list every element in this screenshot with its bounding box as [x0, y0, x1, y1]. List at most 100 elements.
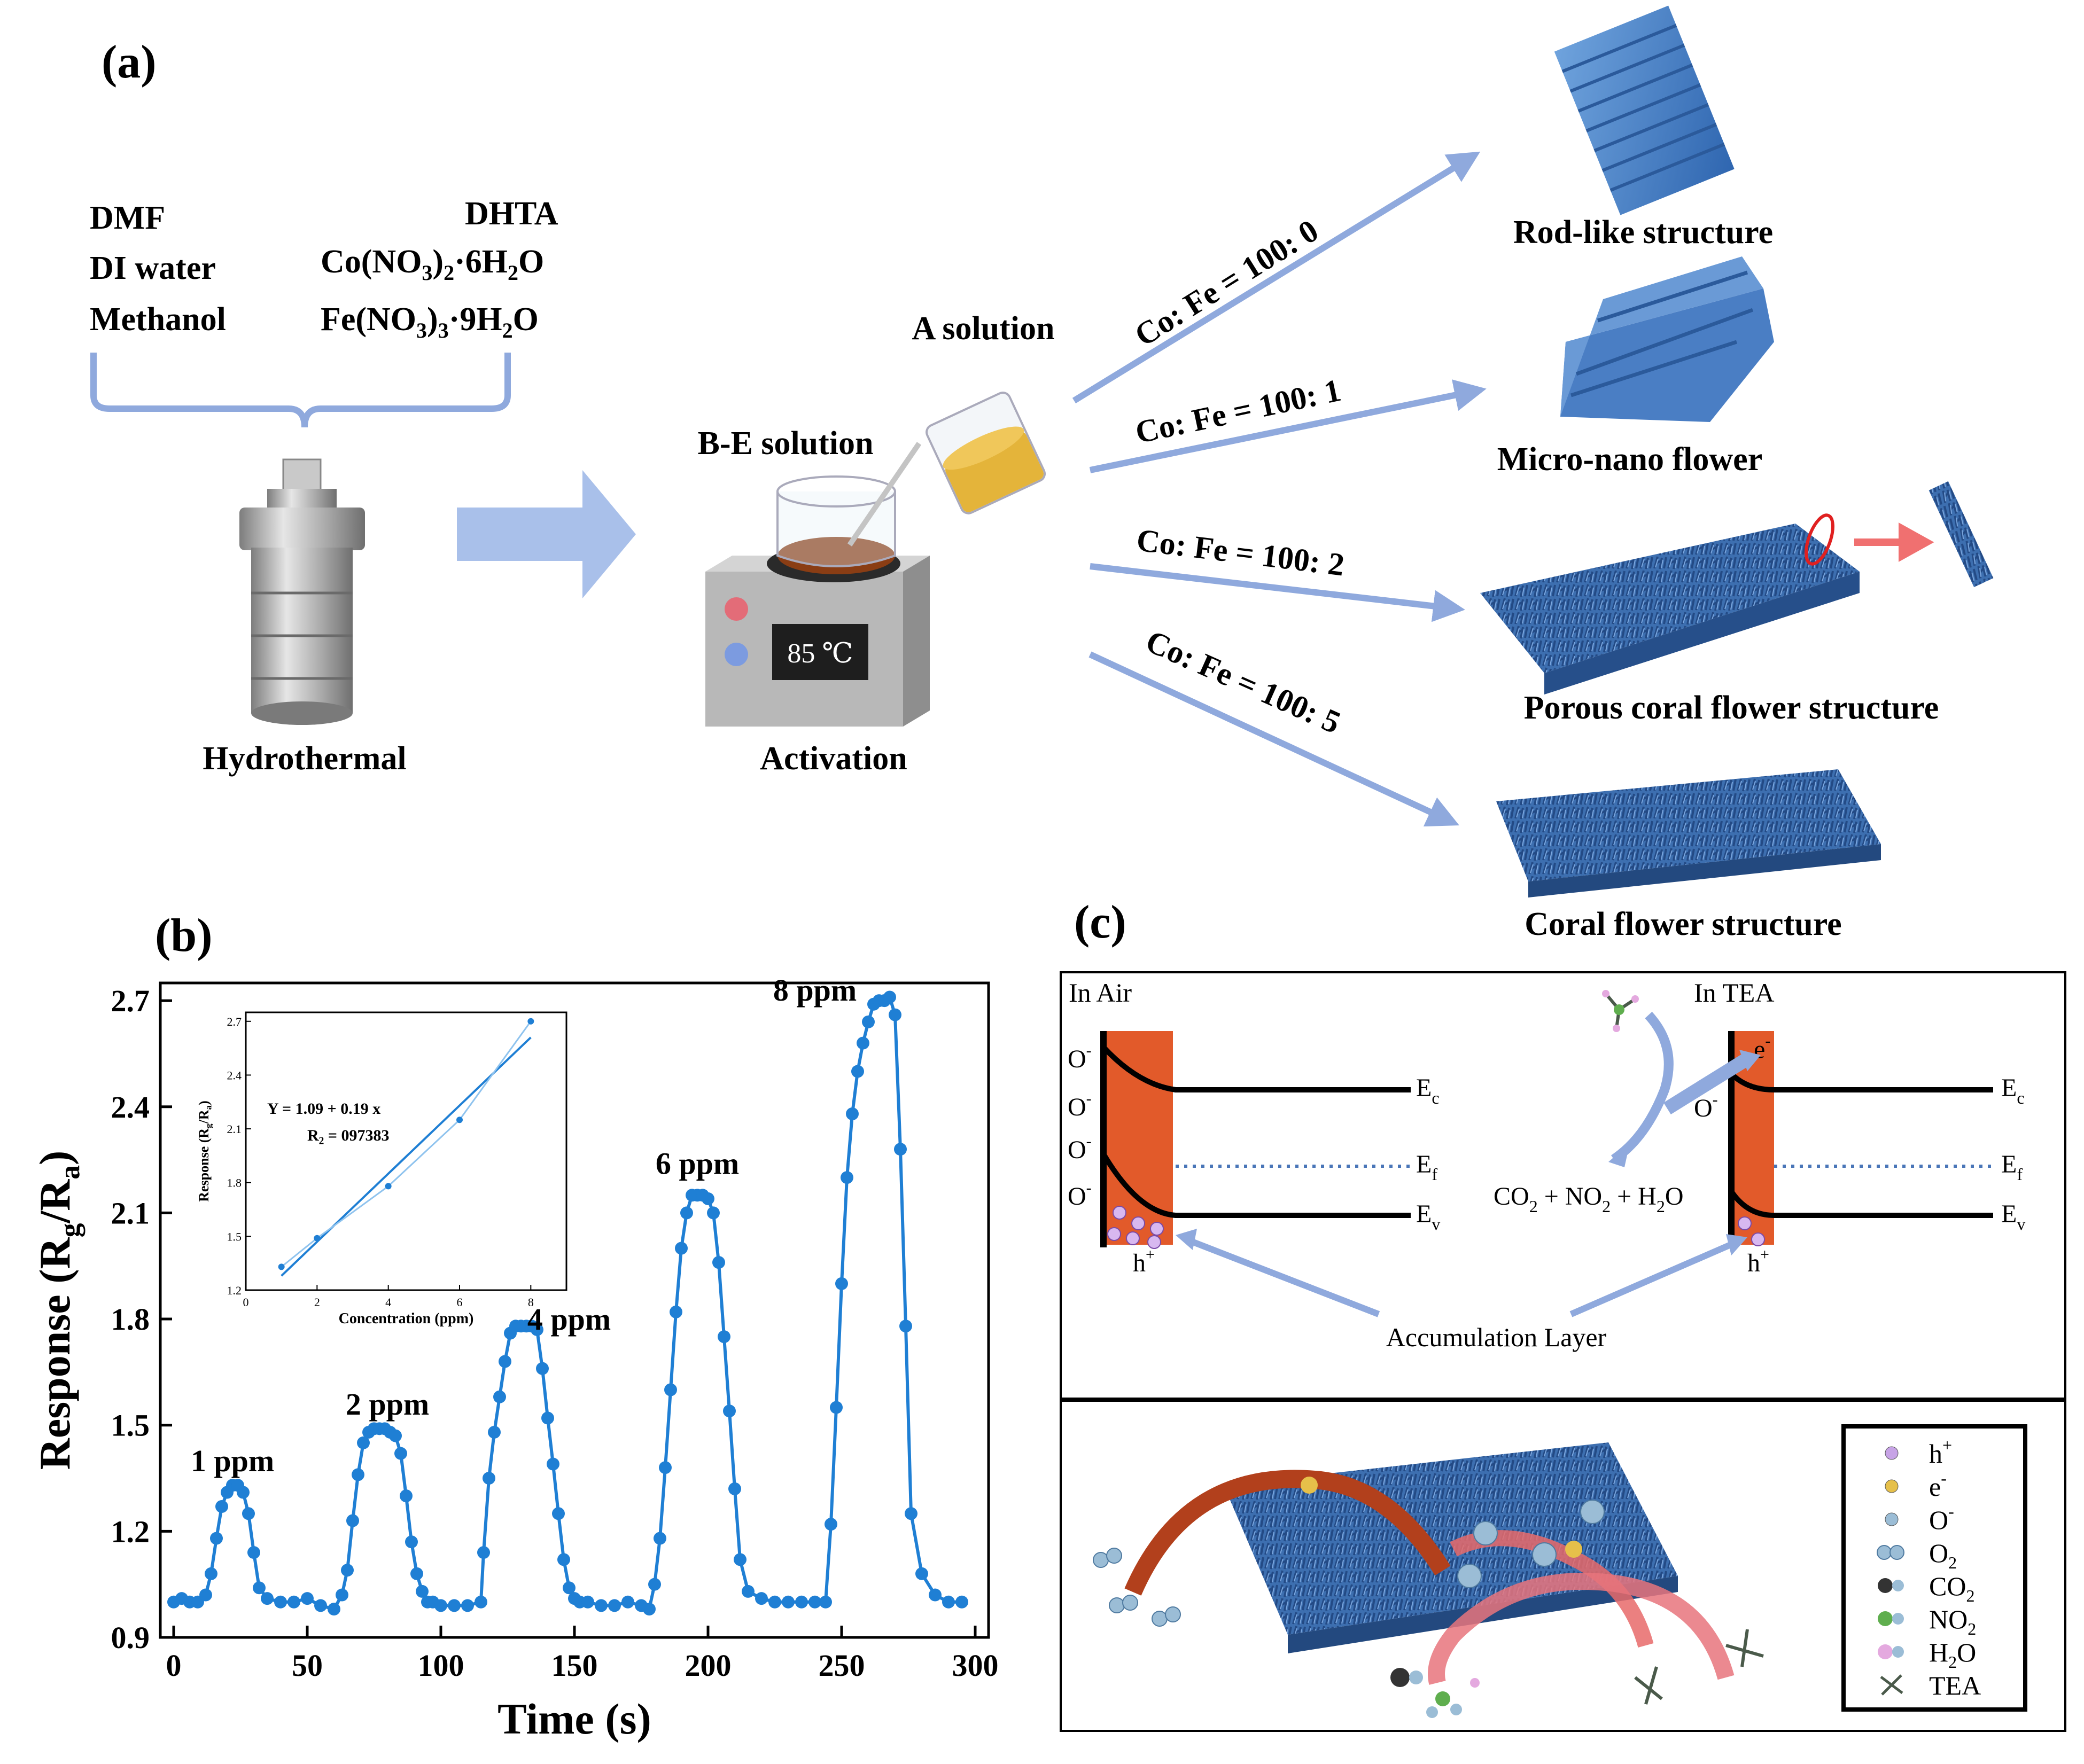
panel-c-label: (c) [1074, 896, 1126, 948]
data-point [830, 1401, 843, 1414]
x-tick-label: 100 [418, 1648, 464, 1683]
data-point [488, 1425, 501, 1439]
beaker-icon [776, 475, 896, 574]
y-tick-label: 0.9 [111, 1620, 150, 1655]
data-point [547, 1457, 559, 1471]
data-point [253, 1581, 266, 1595]
electron-dot [1565, 1541, 1582, 1558]
legend-swatch [1881, 1674, 1902, 1696]
electron-dot [1301, 1477, 1318, 1494]
data-point [595, 1599, 608, 1612]
y-tick-label: 2.7 [111, 984, 150, 1018]
data-point [742, 1585, 755, 1598]
y-tick-label: 2.4 [111, 1090, 150, 1125]
data-point [215, 1500, 228, 1513]
inset-y-tick-label: 1.2 [227, 1284, 242, 1297]
inset-y-tick-label: 1.8 [227, 1176, 242, 1190]
y-tick-label: 1.2 [111, 1514, 150, 1549]
conduction-band-label: Ec [2001, 1074, 2025, 1107]
data-point [718, 1330, 730, 1344]
legend-swatch [1878, 1578, 1893, 1593]
reagent-iron-nitrate: Fe(NO3)3·9H2O [321, 301, 539, 342]
data-point [314, 1599, 327, 1612]
reagents-list: DHTA Co(NO3)2·6H2O Fe(NO3)3·9H2O [321, 196, 558, 342]
data-point [841, 1171, 853, 1184]
data-point [768, 1595, 781, 1609]
legend-label: O2 [1929, 1538, 1957, 1572]
y-tick-label: 1.5 [111, 1408, 150, 1443]
inset-data-point [385, 1183, 392, 1190]
valence-band-label: Ev [2001, 1200, 2025, 1234]
data-point [499, 1355, 511, 1368]
electron-release-arrow [1663, 1054, 1748, 1115]
fit-r-squared: R2 = 097383 [307, 1127, 390, 1147]
hydrothermal-label: Hydrothermal [203, 740, 406, 777]
data-point [341, 1564, 354, 1577]
data-point [889, 1008, 901, 1021]
concentration-annotation: 4 ppm [527, 1302, 611, 1337]
autoclave-icon [239, 458, 365, 725]
panel-a-label: (a) [102, 36, 157, 88]
data-point [899, 1320, 912, 1333]
data-point [237, 1486, 250, 1499]
inset-y-tick-label: 2.7 [227, 1015, 242, 1028]
structure-label: Micro-nano flower [1497, 441, 1762, 478]
data-point [857, 1036, 869, 1050]
data-point [819, 1595, 832, 1609]
data-point [493, 1390, 506, 1403]
data-point [552, 1507, 565, 1520]
hole-label: h+ [1747, 1246, 1769, 1277]
legend-swatch [1878, 1644, 1893, 1659]
data-point [210, 1532, 223, 1545]
data-point [199, 1588, 212, 1602]
data-point [448, 1599, 461, 1612]
data-point [712, 1256, 725, 1269]
data-point [648, 1578, 661, 1591]
legend-swatch [1892, 1580, 1904, 1591]
data-point [608, 1599, 621, 1612]
inset-fit-line [281, 1036, 532, 1277]
inset-y-tick-label: 1.5 [227, 1230, 242, 1243]
accumulation-layer-callout: Accumulation Layer [1176, 1229, 1747, 1352]
data-point [782, 1595, 795, 1609]
x-tick-label: 50 [292, 1648, 323, 1683]
data-point [862, 1015, 875, 1028]
data-point [405, 1535, 418, 1549]
inset-x-tick-label: 4 [385, 1295, 391, 1309]
data-point [205, 1567, 217, 1580]
data-point [394, 1447, 407, 1460]
panel-a: (a) DMF DI water Methanol DHTA Co(NO3)2·… [90, 5, 1994, 942]
data-point [835, 1277, 848, 1290]
data-point [247, 1546, 260, 1559]
fit-equation: Y = 1.09 + 0.19 x [267, 1100, 380, 1118]
oxygen-ion-label: O- [1068, 1042, 1092, 1073]
data-point [483, 1472, 495, 1485]
data-point [336, 1588, 348, 1602]
rod-like-structure-icon [1554, 5, 1735, 215]
data-point [536, 1362, 549, 1375]
process-arrow [457, 470, 636, 598]
panel-c: (c) In Air O- O- O- O- Ec Ef Ev h+ [1060, 896, 2066, 1732]
concentration-annotation: 1 ppm [191, 1443, 274, 1478]
in-tea-label: In TEA [1694, 978, 1774, 1008]
data-point [301, 1592, 314, 1605]
x-tick-label: 250 [819, 1648, 865, 1683]
legend-swatch [1889, 1545, 1904, 1560]
inset-x-tick-label: 6 [457, 1295, 463, 1309]
oxygen-ion-label: O- [1694, 1091, 1718, 1122]
data-point [675, 1242, 688, 1255]
data-point [942, 1595, 955, 1609]
ratio-arrows [1072, 151, 1487, 827]
temperature-display: 85 ℃ [787, 638, 853, 669]
legend-swatch [1877, 1545, 1892, 1560]
fermi-level-label: Ef [2001, 1150, 2023, 1184]
concentration-annotation: 2 ppm [346, 1387, 429, 1422]
data-point [955, 1595, 968, 1609]
x-tick-label: 300 [952, 1648, 999, 1683]
inset-x-tick-label: 2 [314, 1295, 320, 1309]
structure-label: Rod-like structure [1513, 214, 1773, 251]
data-point [531, 1323, 543, 1336]
product-molecules [1390, 1668, 1480, 1718]
ratio-arrow [1089, 379, 1487, 473]
